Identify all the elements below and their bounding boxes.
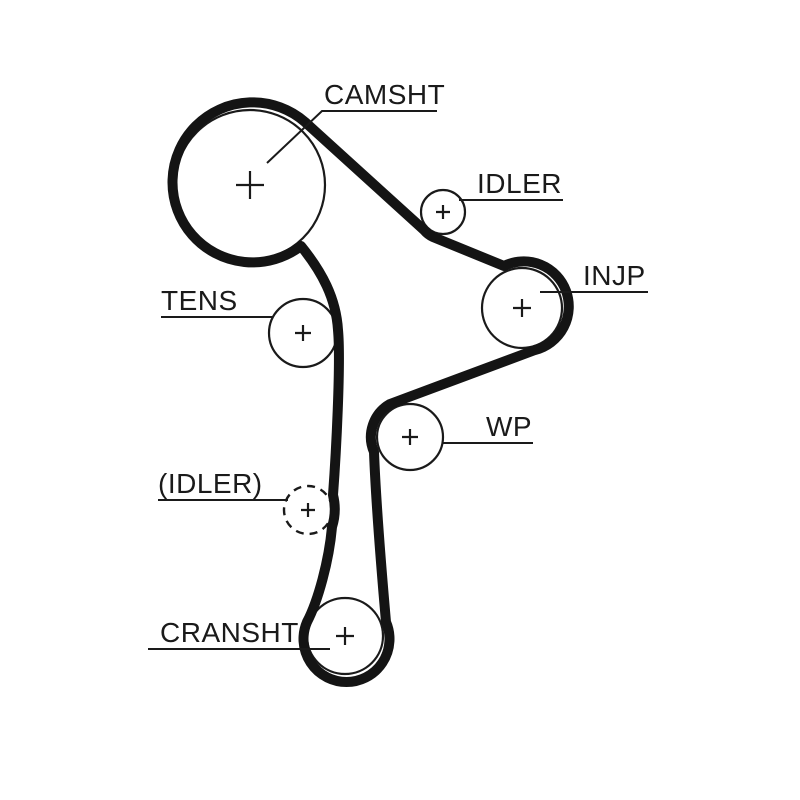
crankshaft-label: CRANSHT <box>160 617 299 648</box>
optional-idler-center-cross-icon <box>301 503 315 517</box>
injection-pump-center-cross-icon <box>513 299 531 317</box>
camshaft-center-cross-icon <box>236 171 264 199</box>
water-pump-label: WP <box>486 411 532 442</box>
tensioner-center-cross-icon <box>295 325 311 341</box>
injection-pump-label: INJP <box>583 260 646 291</box>
tensioner-label: TENS <box>161 285 238 316</box>
crankshaft-center-cross-icon <box>336 627 354 645</box>
water-pump-center-cross-icon <box>402 429 418 445</box>
camshaft-label-line <box>266 110 437 164</box>
timing-belt <box>167 97 574 687</box>
idler-label: IDLER <box>477 168 562 199</box>
idler-center-cross-icon <box>436 205 450 219</box>
optional-idler-label: (IDLER) <box>158 468 263 499</box>
camshaft-label: CAMSHT <box>324 79 445 110</box>
